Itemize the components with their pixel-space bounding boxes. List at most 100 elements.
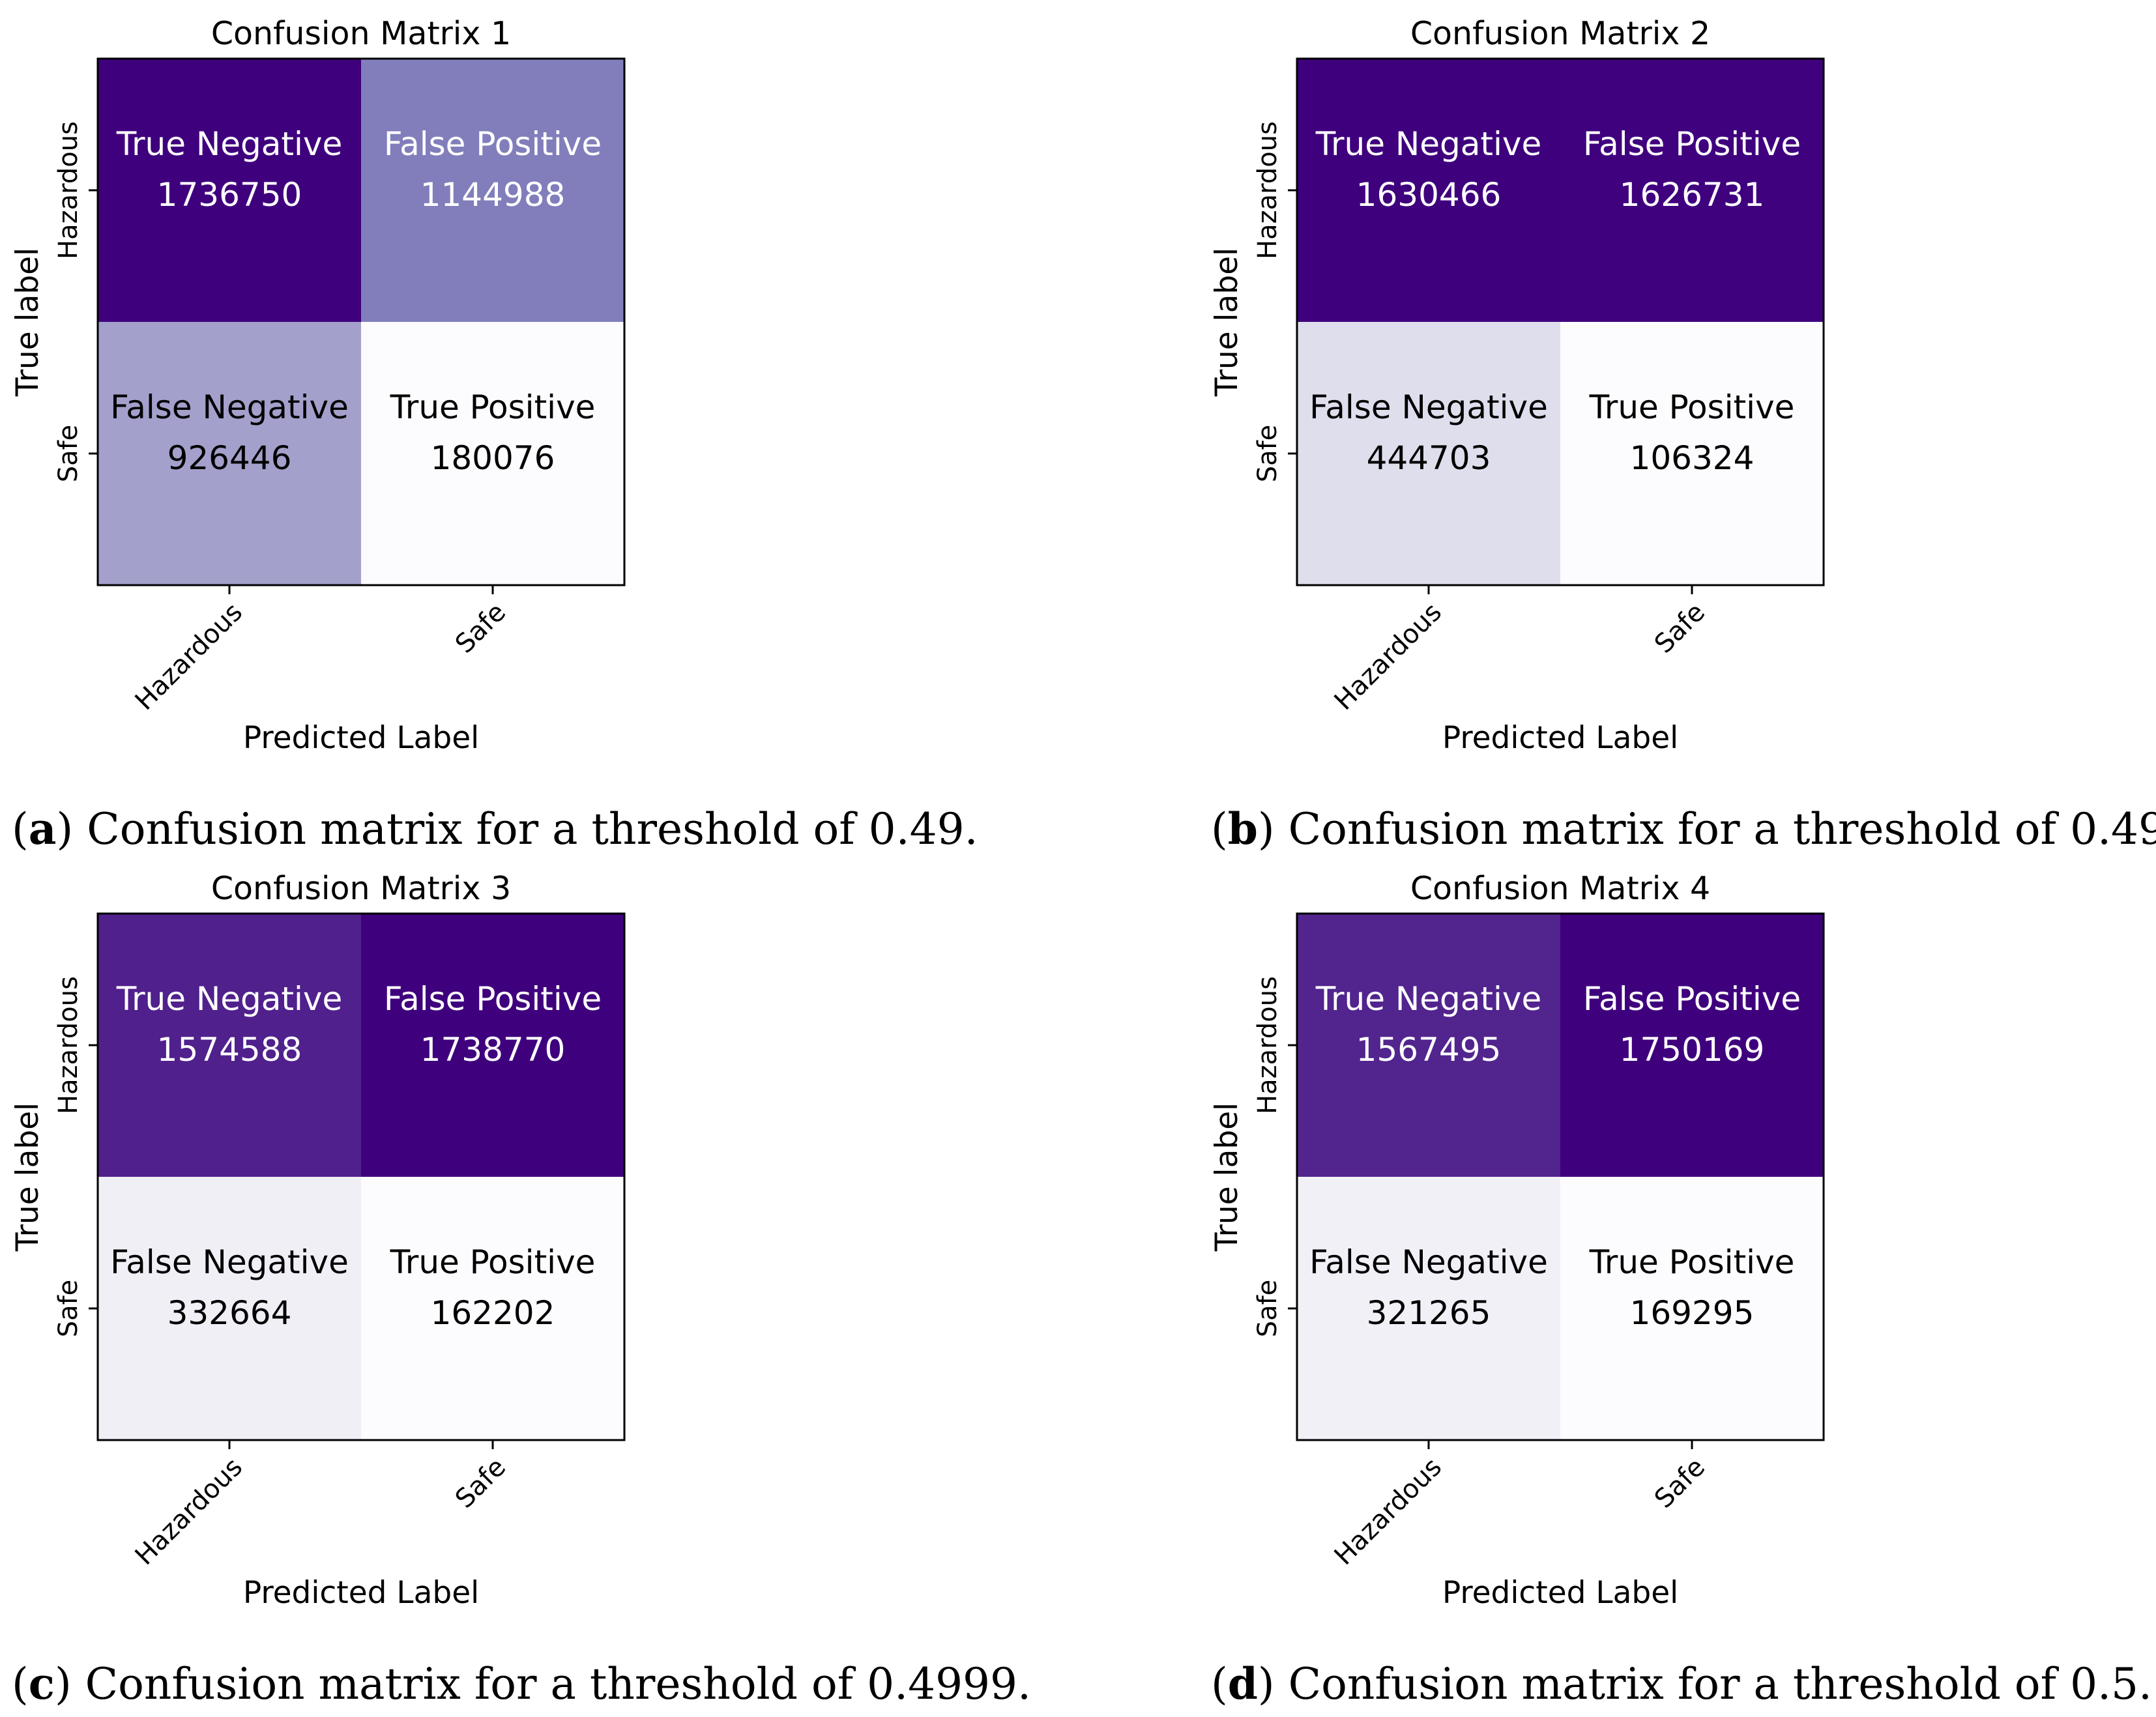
x-tick-label: Safe: [1649, 598, 1711, 659]
x-tick-label: Hazardous: [130, 1452, 248, 1571]
caption-letter: d: [1228, 1658, 1258, 1709]
caption-letter: a: [29, 803, 57, 854]
cell-value: 1626731: [1620, 176, 1765, 214]
heatmap-cell: [1560, 322, 1824, 585]
x-tick-label: Hazardous: [1329, 598, 1448, 716]
caption-letter: b: [1228, 803, 1258, 854]
x-tick-label: Safe: [450, 598, 512, 659]
cell-label: True Positive: [390, 1243, 596, 1281]
cell-label: True Positive: [1589, 1243, 1795, 1281]
x-tick-label: Safe: [450, 1452, 512, 1514]
plot-frame: [96, 912, 626, 1441]
caption-text: ) Confusion matrix for a threshold of 0.…: [1258, 804, 2156, 854]
x-tick-label: Hazardous: [130, 598, 248, 716]
cell-value: 444703: [1367, 439, 1491, 477]
cell-value: 1750169: [1620, 1031, 1765, 1069]
cell-value: 180076: [431, 439, 555, 477]
cell-value: 162202: [431, 1294, 555, 1332]
x-axis-label: Predicted Label: [1442, 1575, 1678, 1611]
cell-value: 1738770: [420, 1031, 566, 1069]
cell-label: False Positive: [384, 980, 602, 1018]
cell-value: 106324: [1630, 439, 1755, 477]
heatmap-cell: [1297, 1177, 1560, 1440]
cell-label: True Negative: [1315, 980, 1541, 1018]
heatmap-cell: [1297, 59, 1560, 322]
y-axis-label: True label: [1209, 1103, 1245, 1252]
cell-label: True Negative: [116, 125, 342, 163]
cell-value: 1144988: [420, 176, 566, 214]
cell-value: 169295: [1630, 1294, 1755, 1332]
caption-paren: (: [1211, 1659, 1228, 1709]
cell-value: 926446: [168, 439, 292, 477]
cell-label: True Negative: [1315, 125, 1541, 163]
x-tick-label: Safe: [1649, 1452, 1711, 1514]
x-axis-label: Predicted Label: [1442, 720, 1678, 756]
caption-paren: (: [12, 804, 29, 854]
heatmap-cell: [361, 322, 624, 585]
plot-frame: [1296, 57, 1825, 586]
x-axis-label: Predicted Label: [243, 720, 479, 756]
heatmap-cell: [98, 322, 361, 585]
cell-value: 1630466: [1356, 176, 1502, 214]
cell-value: 321265: [1367, 1294, 1491, 1332]
caption-text: ) Confusion matrix for a threshold of 0.…: [57, 804, 978, 854]
heatmap-cell: [1560, 1177, 1824, 1440]
y-axis-label: True label: [10, 248, 46, 397]
caption-paren: (: [12, 1659, 29, 1709]
chart-title: Confusion Matrix 2: [1410, 15, 1710, 52]
y-tick-label: Hazardous: [53, 976, 83, 1114]
y-tick-label: Hazardous: [1253, 121, 1283, 259]
cell-value: 1574588: [157, 1031, 302, 1069]
caption-paren: (: [1211, 804, 1228, 854]
cell-label: False Positive: [384, 125, 602, 163]
cell-label: True Positive: [1589, 388, 1795, 426]
chart-title: Confusion Matrix 1: [211, 15, 511, 52]
chart-title: Confusion Matrix 4: [1410, 870, 1710, 907]
cell-label: False Positive: [1583, 980, 1801, 1018]
y-axis-label: True label: [1209, 248, 1245, 397]
cell-label: False Negative: [110, 1243, 349, 1281]
plot-frame: [96, 57, 626, 586]
x-axis-label: Predicted Label: [243, 1575, 479, 1611]
x-tick-label: Hazardous: [1329, 1452, 1448, 1571]
cell-label: False Positive: [1583, 125, 1801, 163]
heatmap-cell: [361, 1177, 624, 1440]
caption-text: ) Confusion matrix for a threshold of 0.…: [55, 1659, 1031, 1709]
y-tick-label: Safe: [1253, 1280, 1283, 1338]
caption-letter: c: [29, 1658, 55, 1709]
cell-value: 1567495: [1356, 1031, 1502, 1069]
heatmap-cell: [1297, 322, 1560, 585]
heatmap-cell: [361, 914, 624, 1177]
cell-label: True Negative: [116, 980, 342, 1018]
figure-caption: (a) Confusion matrix for a threshold of …: [12, 803, 978, 854]
heatmap-cell: [98, 59, 361, 322]
figure-caption: (c) Confusion matrix for a threshold of …: [12, 1658, 1031, 1709]
plot-frame: [1296, 912, 1825, 1441]
caption-text: ) Confusion matrix for a threshold of 0.…: [1258, 1659, 2152, 1709]
cell-label: False Negative: [1309, 1243, 1548, 1281]
y-axis-label: True label: [10, 1103, 46, 1252]
cell-value: 332664: [168, 1294, 292, 1332]
cell-value: 1736750: [157, 176, 302, 214]
chart-title: Confusion Matrix 3: [211, 870, 511, 907]
y-tick-label: Hazardous: [1253, 976, 1283, 1114]
heatmap-cell: [98, 1177, 361, 1440]
figure-caption: (d) Confusion matrix for a threshold of …: [1211, 1658, 2152, 1709]
heatmap-cell: [1560, 914, 1824, 1177]
cell-label: True Positive: [390, 388, 596, 426]
cell-label: False Negative: [1309, 388, 1548, 426]
figure-caption: (b) Confusion matrix for a threshold of …: [1211, 803, 2156, 854]
y-tick-label: Safe: [1253, 425, 1283, 483]
y-tick-label: Hazardous: [53, 121, 83, 259]
y-tick-label: Safe: [53, 1280, 83, 1338]
heatmap-cell: [1297, 914, 1560, 1177]
heatmap-cell: [98, 914, 361, 1177]
cell-label: False Negative: [110, 388, 349, 426]
heatmap-cell: [361, 59, 624, 322]
heatmap-cell: [1560, 59, 1824, 322]
